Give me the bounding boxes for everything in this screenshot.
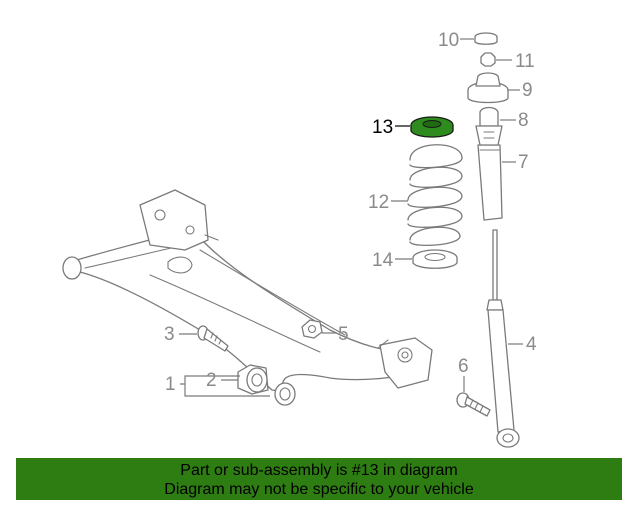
callout-label-9: 9 [522, 80, 533, 101]
callout-label-4: 4 [526, 334, 537, 355]
cap-part-10 [474, 32, 498, 45]
callout-label-5: 5 [338, 324, 349, 345]
callout-label-2: 2 [206, 370, 217, 391]
callout-label-12: 12 [368, 192, 389, 213]
callout-label-14: 14 [372, 250, 394, 271]
insulator-part-14 [412, 249, 458, 269]
callout-label-8: 8 [518, 110, 529, 131]
mount-part-9 [467, 72, 509, 104]
rear-axle-beam [62, 189, 433, 406]
callout-label-11: 11 [515, 51, 535, 72]
callout-1: 1 [165, 374, 270, 397]
callout-label-3: 3 [164, 324, 175, 345]
callout-4: 4 [508, 334, 537, 355]
callout-label-1: 1 [165, 374, 176, 395]
callout-14: 14 [372, 250, 412, 271]
part-info-banner: Part or sub-assembly is #13 in diagram D… [16, 458, 622, 500]
nut-part-5 [301, 319, 323, 339]
coil-spring-part-12 [407, 144, 463, 246]
callout-13: 13 [372, 117, 410, 138]
callout-label-10: 10 [438, 30, 459, 51]
bump-stop-part-7 [477, 144, 503, 221]
callout-11: 11 [496, 51, 535, 72]
shock-absorber-part-4 [486, 229, 520, 448]
callout-9: 9 [508, 80, 533, 101]
banner-line-disclaimer: Diagram may not be specific to your vehi… [164, 481, 474, 498]
callout-label-13: 13 [372, 117, 393, 138]
bushing-part-2 [237, 364, 269, 395]
spring-seat-part-13 [410, 116, 454, 138]
callout-8: 8 [500, 110, 529, 131]
callout-2: 2 [206, 370, 238, 391]
stopper-part-8 [475, 106, 503, 146]
callout-12: 12 [368, 192, 408, 213]
nut-part-11 [480, 52, 496, 67]
banner-line-part: Part or sub-assembly is #13 in diagram [180, 462, 458, 479]
callout-6: 6 [458, 356, 469, 392]
bolt-part-6 [456, 392, 491, 417]
callout-3: 3 [164, 324, 197, 345]
callout-10: 10 [438, 30, 474, 51]
callout-label-6: 6 [458, 356, 469, 377]
callout-label-7: 7 [518, 152, 529, 173]
bolt-part-3 [197, 325, 229, 352]
parts-diagram: 1 2 3 4 5 6 7 8 9 10 11 12 [62, 30, 537, 448]
callout-5: 5 [322, 324, 349, 345]
callout-7: 7 [502, 152, 529, 173]
